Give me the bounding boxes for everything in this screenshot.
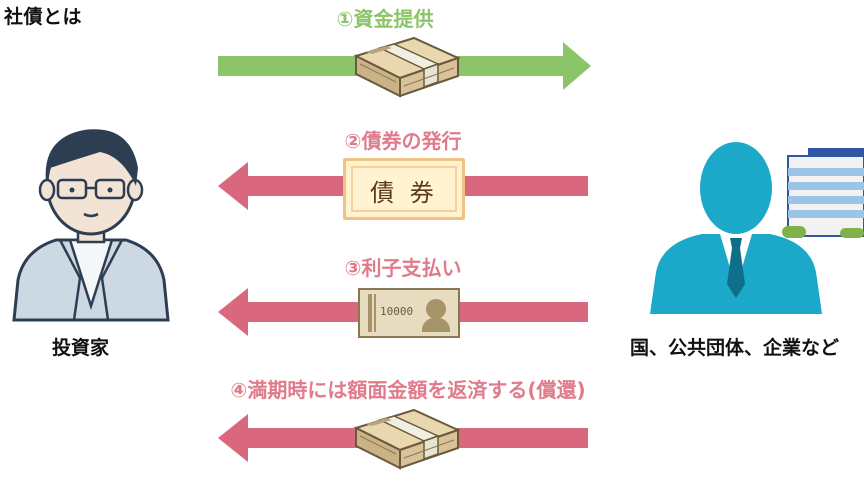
step-4-label: ④満期時には額面金額を返済する(償還) bbox=[230, 378, 586, 402]
step-2-label: ②債券の発行 bbox=[344, 129, 462, 153]
issuer-label: 国、公共団体、企業など bbox=[630, 337, 840, 359]
bond-certificate-icon: 債 券 bbox=[343, 158, 465, 220]
bond-certificate-text: 債 券 bbox=[370, 179, 438, 207]
banknote-number: 10000 bbox=[380, 305, 414, 318]
step-1-label: ①資金提供 bbox=[336, 7, 434, 31]
step-3-label: ③利子支払い bbox=[344, 256, 462, 280]
page-title: 社債とは bbox=[4, 6, 83, 28]
banknote-icon: 10000 bbox=[358, 288, 460, 338]
money-bundle-icon bbox=[353, 36, 461, 98]
man-with-glasses-icon bbox=[12, 129, 170, 322]
office-building-icon bbox=[782, 148, 864, 238]
portrait-body-icon bbox=[422, 318, 450, 332]
money-bundle-icon bbox=[353, 408, 461, 470]
portrait-head-icon bbox=[426, 299, 446, 319]
investor-label: 投資家 bbox=[52, 337, 110, 359]
businessperson-silhouette-icon bbox=[650, 142, 822, 314]
